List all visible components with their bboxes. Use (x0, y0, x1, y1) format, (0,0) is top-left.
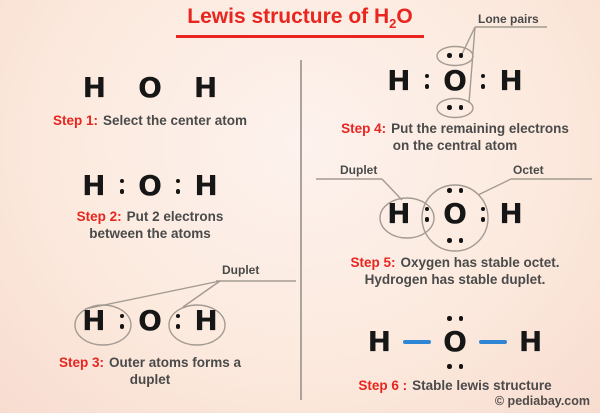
atom-h: H (82, 71, 107, 104)
atom-o: O (138, 169, 162, 202)
step1-label: Step 1: (52, 113, 98, 128)
step5-caption: Step 5: Oxygen has stable octet. Hydrogen… (310, 254, 600, 288)
step-2-panel: H O H Step 2: Put 2 electrons between the… (30, 172, 270, 242)
atom-h: H (82, 169, 106, 202)
step5-caption-text2: Hydrogen has stable duplet. (364, 272, 546, 287)
step1-caption: Step 1: Select the center atom (30, 112, 270, 129)
atom-h: H (499, 64, 523, 97)
lone-pair-dots (447, 316, 463, 321)
page-title-wrap: Lewis structure of H2O (0, 5, 600, 39)
step3-annotation-overlay (74, 280, 296, 346)
bonding-pair-dots (119, 178, 125, 194)
single-bond (403, 340, 432, 344)
lone-pair-dots (447, 238, 463, 243)
page-title: Lewis structure of H2O (176, 5, 424, 39)
bonding-pair-dots (424, 73, 430, 89)
duplet-annotation-label: Duplet (340, 163, 378, 177)
step6-molecule: H O H (310, 328, 600, 356)
step6-label: Step 6 : (358, 378, 408, 393)
lone-pair-dots (447, 364, 463, 369)
step5-caption-text: Oxygen has stable octet. (400, 255, 560, 270)
watermark: © pediabay.com (494, 394, 590, 408)
atom-o: O (443, 197, 467, 230)
bonding-pair-dots (424, 206, 430, 222)
step-3-panel: Duplet H O H Step 3: Outer atoms forms a … (30, 262, 300, 412)
step5-label: Step 5: (350, 255, 396, 270)
bonding-pair-dots (480, 206, 486, 222)
bonding-pair-dots (119, 313, 125, 329)
column-divider (300, 60, 302, 400)
step-6-panel: H O H Step 6 : Stable lewis structure © p… (310, 308, 600, 413)
atom-o: O (443, 64, 467, 97)
atom-h: H (82, 304, 106, 337)
octet-leader-line (477, 178, 512, 196)
duplet-annotation-label: Duplet (222, 263, 260, 277)
octet-annotation-label: Octet (513, 163, 544, 177)
lone-pairs-annotation-label: Lone pairs (478, 12, 539, 26)
step4-molecule: H O H (310, 67, 600, 95)
step4-label: Step 4: (341, 121, 387, 136)
step2-molecule: H O H (30, 172, 270, 200)
step3-label: Step 3: (58, 355, 104, 370)
lone-pair-dots (447, 53, 463, 58)
atom-h: H (194, 304, 218, 337)
bonding-pair-dots (175, 178, 181, 194)
atom-h: H (193, 71, 218, 104)
step4-caption: Step 4: Put the remaining electrons on th… (310, 120, 600, 154)
step5-molecule: H O H (310, 200, 600, 228)
atom-h: H (387, 197, 411, 230)
step3-molecule: H O H (30, 307, 270, 335)
step2-caption-text: Put 2 electrons (126, 209, 224, 224)
atom-h: H (387, 64, 411, 97)
step1-molecule: H O H (30, 74, 270, 102)
step3-caption: Step 3: Outer atoms forms a duplet (30, 354, 270, 388)
bonding-pair-dots (175, 313, 181, 329)
atom-o: O (443, 325, 467, 358)
atom-o: O (138, 71, 162, 104)
bonding-pair-dots (480, 73, 486, 89)
single-bond (478, 340, 507, 344)
step-1-panel: H O H Step 1: Select the center atom (30, 74, 270, 129)
title-subscript: 2 (389, 16, 397, 32)
step1-caption-text: Select the center atom (102, 113, 248, 128)
lone-pairs-leader-line (461, 26, 476, 55)
atom-h: H (367, 325, 392, 358)
step4-caption-text2: on the central atom (392, 138, 518, 153)
step-4-panel: Lone pairs H O H Step 4: Put the remainin… (310, 10, 600, 160)
step4-caption-text: Put the remaining electrons (391, 121, 569, 136)
step6-caption: Step 6 : Stable lewis structure (310, 377, 600, 394)
step-5-panel: Duplet Octet H O H Step 5: Oxygen has sta… (310, 158, 600, 300)
atom-h: H (194, 169, 218, 202)
step6-caption-text: Stable lewis structure (412, 378, 552, 393)
step2-label: Step 2: (76, 209, 122, 224)
atom-h: H (499, 197, 523, 230)
step2-caption-text2: between the atoms (89, 226, 211, 241)
step3-caption-text: Outer atoms forms a (108, 355, 242, 370)
step2-caption: Step 2: Put 2 electrons between the atoms (30, 208, 270, 242)
title-suffix: O (396, 5, 413, 28)
atom-o: O (138, 304, 162, 337)
step3-caption-text2: duplet (129, 372, 171, 387)
title-text: Lewis structure of H (187, 5, 390, 28)
lone-pair-dots (447, 188, 463, 193)
atom-h: H (518, 325, 543, 358)
lone-pair-dots (447, 105, 463, 110)
